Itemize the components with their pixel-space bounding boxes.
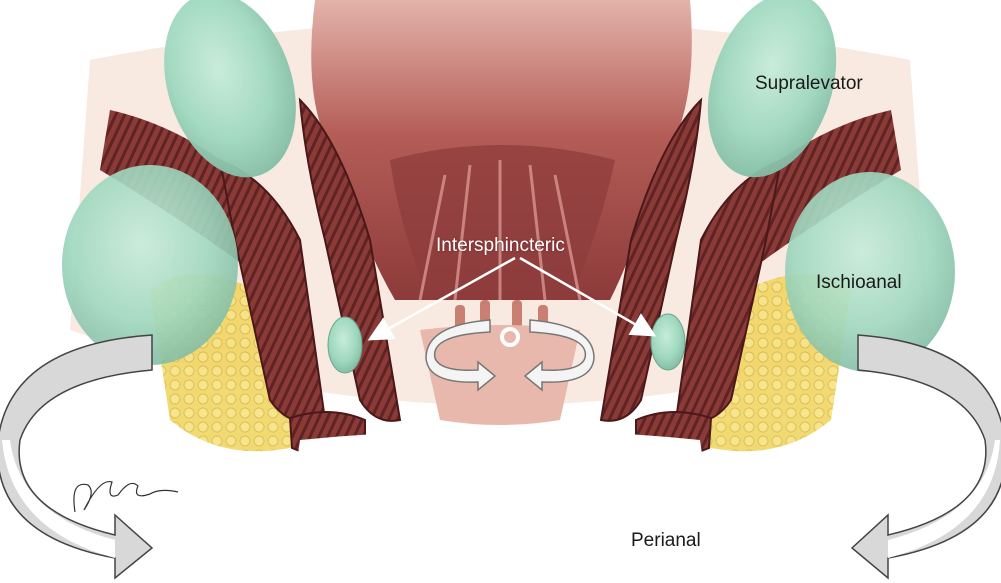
intersphincteric-label: Intersphincteric	[436, 235, 565, 257]
ischioanal-label: Ischioanal	[816, 272, 902, 294]
left-intersphincteric-abscess	[328, 317, 362, 373]
perianal-label: Perianal	[631, 530, 701, 552]
supralevator-label: Supralevator	[755, 73, 863, 95]
right-intersphincteric-abscess	[651, 314, 685, 370]
